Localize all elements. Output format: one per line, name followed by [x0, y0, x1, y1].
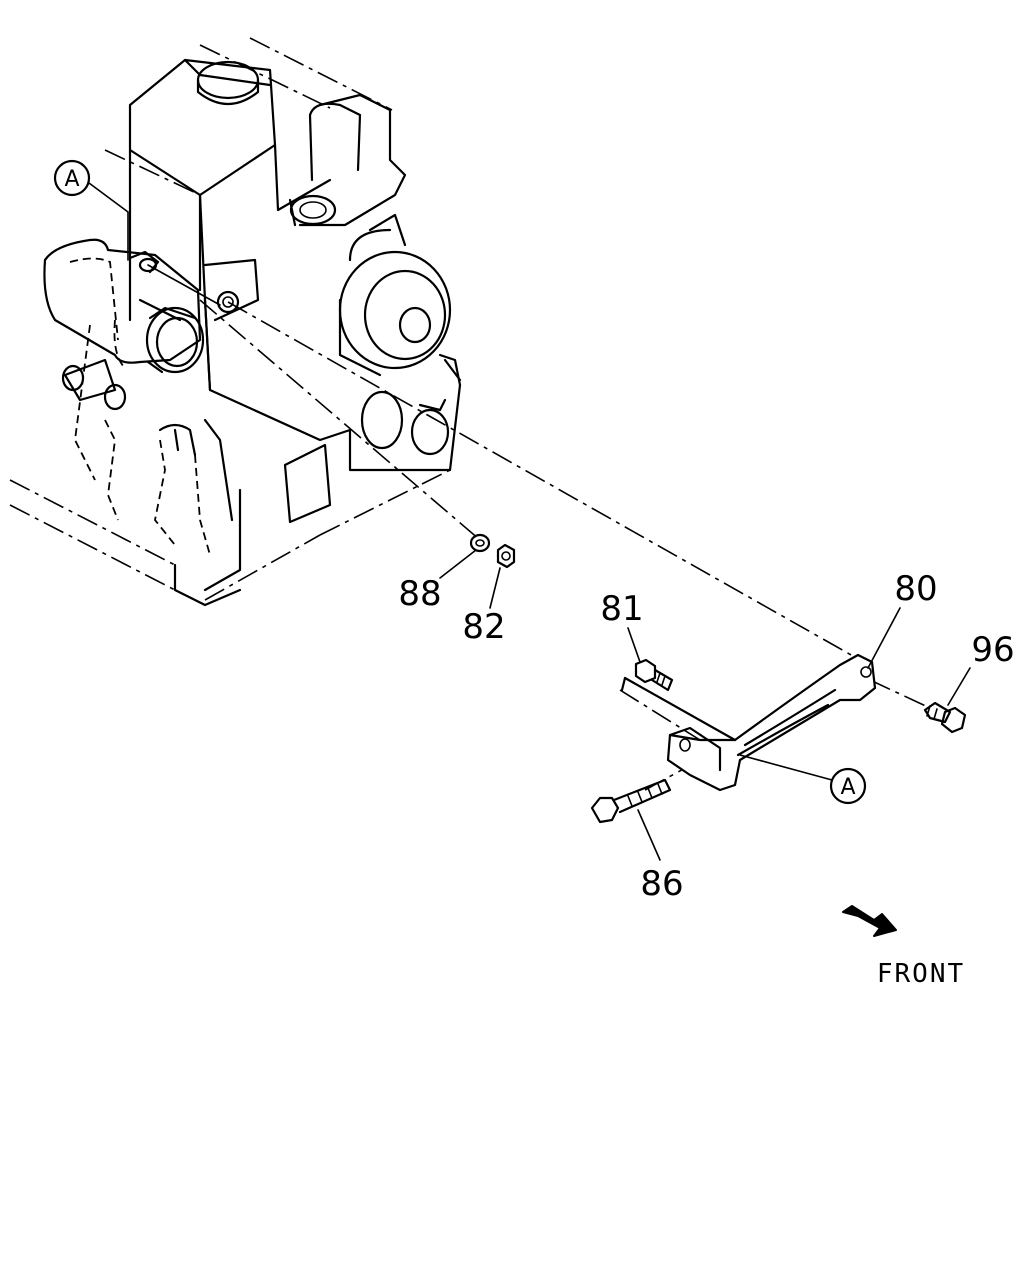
reference-mark-a-engine: A	[53, 159, 129, 261]
sensor-assembly	[43, 238, 240, 374]
callout-88: 88	[398, 574, 441, 614]
leader-lines	[439, 549, 971, 861]
callout-82: 82	[462, 607, 505, 647]
nut-82	[496, 543, 516, 569]
bolt-86	[590, 778, 672, 824]
bracket-80	[620, 653, 877, 792]
front-arrow-icon	[842, 905, 897, 937]
front-indicator: FRONT	[842, 905, 965, 989]
front-label: FRONT	[877, 959, 965, 989]
callout-81: 81	[600, 589, 643, 629]
callout-numbers: 88 82 81 80 96 86	[398, 569, 1014, 904]
bolt-81	[634, 658, 674, 692]
washer-88	[469, 533, 491, 553]
reference-mark-a-bracket: A	[739, 754, 867, 805]
callout-80: 80	[894, 569, 937, 609]
bolt-96	[923, 701, 967, 734]
ref-a-bracket-letter: A	[840, 775, 855, 800]
engine-block	[9, 37, 462, 607]
callout-86: 86	[640, 864, 683, 904]
ref-a-engine-letter: A	[64, 167, 79, 192]
callout-96: 96	[971, 630, 1014, 670]
